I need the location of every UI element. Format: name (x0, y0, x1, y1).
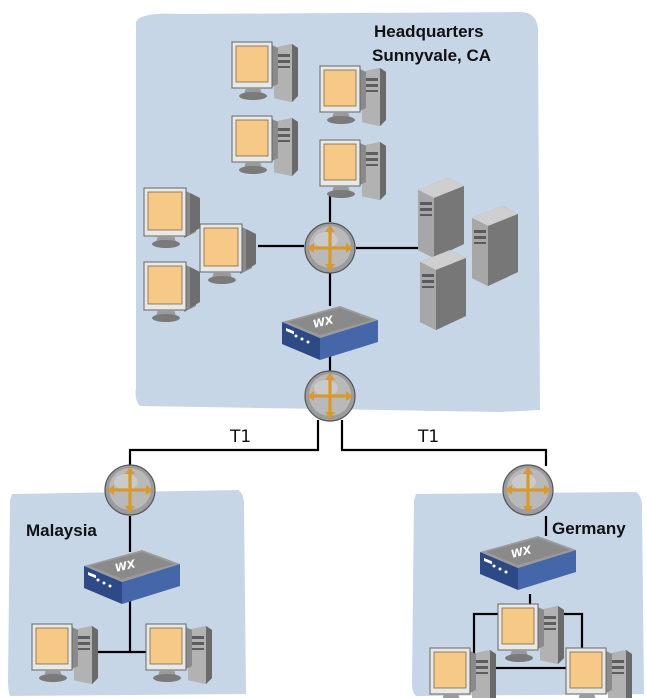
germany-title: Germany (552, 519, 626, 538)
hq-wx-label: WX (312, 313, 336, 331)
hq-server-icon (418, 178, 464, 258)
germany-pc-icon (565, 647, 633, 698)
germany-pc-icon (429, 647, 497, 698)
connection-lines (86, 196, 584, 670)
hq-title-line2: Sunnyvale, CA (372, 46, 491, 65)
hq-title-line1: Headquarters (374, 22, 484, 41)
t1-link-label-left: T1 (229, 427, 251, 447)
germany-wx-label: WX (510, 543, 534, 561)
hq-lan-router-icon (303, 221, 357, 275)
germany-site-area (412, 492, 644, 696)
malaysia-wx-label: WX (114, 557, 138, 575)
germany-router-icon (501, 463, 555, 517)
malaysia-title: Malaysia (26, 521, 97, 540)
malaysia-router-icon (103, 463, 157, 517)
hq-server-icon (472, 206, 518, 286)
t1-link-label-right: T1 (417, 427, 439, 447)
hq-server-icon (420, 250, 466, 330)
hq-wan-router-icon (303, 369, 357, 423)
